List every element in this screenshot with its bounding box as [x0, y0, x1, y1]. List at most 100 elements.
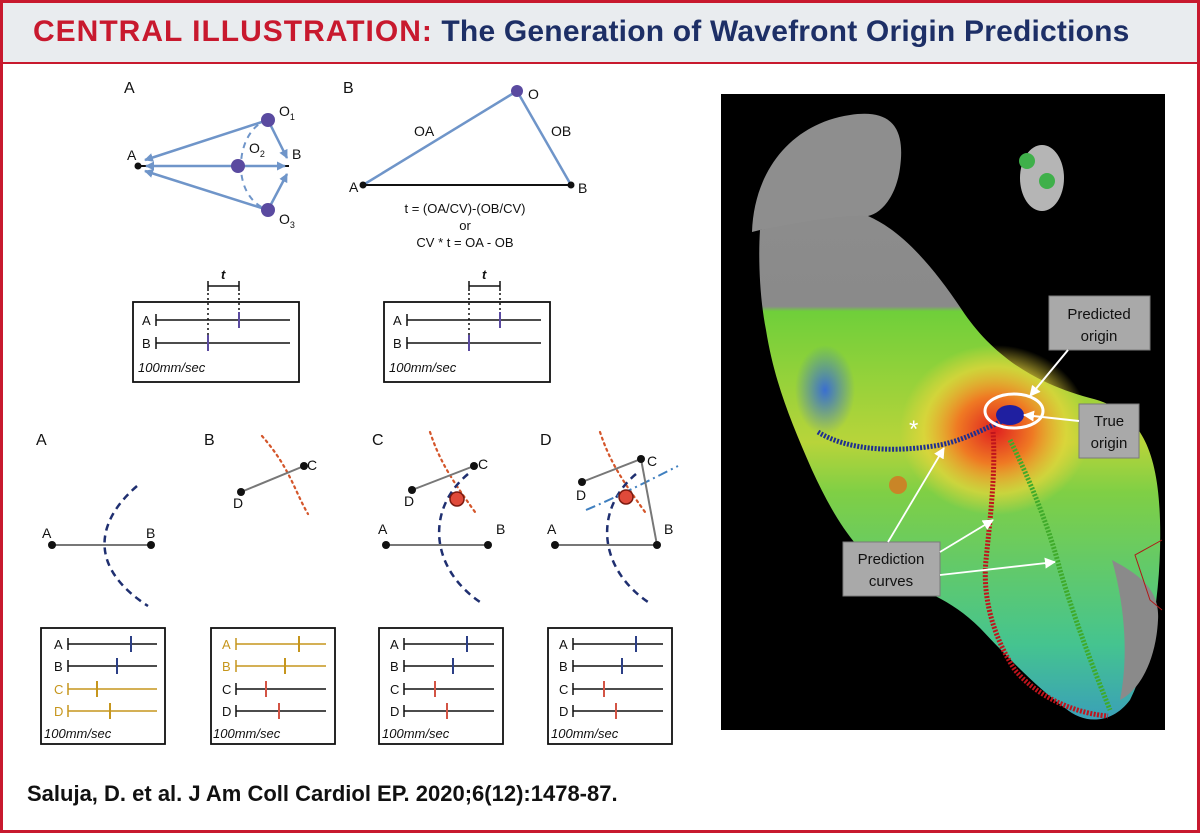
- point-b-label: B: [292, 146, 301, 162]
- trace-speed: 100mm/sec: [138, 360, 206, 375]
- trace-row-label: B: [54, 659, 63, 674]
- blue-patch: [795, 345, 855, 435]
- segment-ob: [515, 90, 573, 186]
- trace-row-label: B: [559, 659, 568, 674]
- atrium-top-region: [752, 113, 902, 232]
- panel-letter: A: [124, 80, 135, 97]
- predicted-origin-arrow: [1029, 349, 1069, 397]
- point-c-label: C: [647, 453, 657, 469]
- bottom-panel-a: A A B A B C D 100mm/sec: [36, 432, 166, 745]
- point-c-label: C: [478, 456, 488, 472]
- point-c-dot: [470, 462, 478, 470]
- trace-box: A B C D 100mm/sec: [547, 627, 673, 745]
- origin-o3-label: O3: [279, 211, 295, 230]
- point-a-dot: [48, 541, 56, 549]
- trace-row-label: B: [390, 659, 399, 674]
- gray-edge: [1112, 560, 1159, 700]
- catheter-electrode: [1039, 173, 1055, 189]
- early-activation-hotspot: [900, 345, 1090, 515]
- trace-row-b-label: B: [142, 336, 151, 351]
- trace-box: [383, 301, 551, 383]
- formula-line-2: or: [459, 218, 471, 233]
- predicted-origin-label-line-2: origin: [1081, 328, 1118, 345]
- bottom-panel-b: B D C A B C D 100mm/sec: [204, 432, 336, 745]
- true-origin-label-line-2: origin: [1091, 435, 1128, 452]
- trace-box: [132, 301, 300, 383]
- point-d-dot: [578, 478, 586, 486]
- wavefront-curve-ab: [605, 473, 652, 606]
- wavefront-curve-cd: [260, 434, 310, 516]
- oa-label: OA: [414, 123, 435, 139]
- segment-bc: [640, 458, 658, 546]
- trace-row-a-label: A: [393, 313, 402, 328]
- arrow-o3-a: [144, 169, 269, 212]
- trace-box-frame: [210, 627, 336, 745]
- formula-line-3: CV * t = OA - OB: [416, 235, 513, 250]
- wavefront-curve-bc: [585, 465, 679, 511]
- trace-row-b-label: B: [393, 336, 402, 351]
- origin-o2-marker: [231, 159, 245, 173]
- trace-row-label: A: [559, 637, 568, 652]
- panel-letter: B: [343, 80, 354, 97]
- page-title: CENTRAL ILLUSTRATION: The Generation of …: [33, 15, 1130, 49]
- point-a-dot: [382, 541, 390, 549]
- catheter-lines: [1134, 539, 1163, 611]
- trace-row-label: A: [390, 637, 399, 652]
- segment-cd: [581, 458, 642, 483]
- arrow-o1-b: [266, 119, 289, 159]
- predicted-origin-marker: [449, 491, 465, 507]
- predicted-origin-label-line-1: Predicted: [1067, 306, 1130, 323]
- segment-cd: [411, 465, 475, 491]
- panel-letter: C: [372, 432, 384, 449]
- prediction-curve-red: [982, 431, 1109, 719]
- point-a-label: A: [42, 525, 52, 541]
- point-b-dot: [147, 541, 155, 549]
- point-b-label: B: [578, 180, 587, 196]
- top-panel-a: A A B O1 O2 O3 t A B 100mm/sec: [124, 80, 301, 383]
- point-a-label: A: [349, 179, 359, 195]
- segment-cd: [240, 465, 305, 493]
- trace-speed: 100mm/sec: [382, 726, 450, 741]
- t-label: t: [221, 267, 226, 282]
- bottom-panel-c: C D C A B A B C D: [372, 430, 505, 745]
- origin-o1-label: O1: [279, 103, 295, 122]
- title-bar: CENTRAL ILLUSTRATION: The Generation of …: [3, 3, 1197, 64]
- prediction-curves-label-line-2: curves: [869, 573, 913, 590]
- point-a-dot: [134, 162, 142, 170]
- prediction-curves-arrow-1: [887, 447, 945, 543]
- point-a-label: A: [378, 521, 388, 537]
- activation-map: * Predicted origin True origin Predictio…: [721, 94, 1165, 730]
- point-d-dot: [408, 486, 416, 494]
- prediction-curve-blue: [816, 417, 1006, 452]
- predicted-origin-marker: [618, 489, 634, 505]
- trace-row-label: A: [54, 637, 63, 652]
- panel-letter: A: [36, 432, 47, 449]
- prediction-curve-green: [1007, 438, 1113, 711]
- true-origin-arrow: [1023, 410, 1080, 422]
- asterisk-marker: *: [909, 416, 918, 443]
- point-b-label: B: [146, 525, 155, 541]
- trace-row-label: C: [390, 682, 399, 697]
- trace-box-frame: [40, 627, 166, 745]
- trace-row-a-label: A: [142, 313, 151, 328]
- point-b-dot: [567, 181, 575, 189]
- point-b-label: B: [496, 521, 505, 537]
- trace-row-label: D: [390, 704, 399, 719]
- origin-o1-marker: [261, 113, 275, 127]
- trace-row-label: D: [222, 704, 231, 719]
- true-origin-blob: [996, 405, 1024, 425]
- prediction-curves-callout: [842, 541, 941, 597]
- trace-box-frame: [547, 627, 673, 745]
- orange-sphere: [889, 476, 907, 494]
- trace-row-label: B: [222, 659, 231, 674]
- point-a-label: A: [127, 147, 137, 163]
- arrow-o1-a: [144, 118, 269, 162]
- origin-o-label: O: [528, 86, 539, 102]
- t-label: t: [482, 267, 487, 282]
- prediction-curves-label-line-1: Prediction: [858, 551, 925, 568]
- title-label: CENTRAL ILLUSTRATION:: [33, 15, 433, 48]
- point-b-dot: [484, 541, 492, 549]
- trace-speed: 100mm/sec: [389, 360, 457, 375]
- wavefront-curve-ab: [437, 473, 484, 606]
